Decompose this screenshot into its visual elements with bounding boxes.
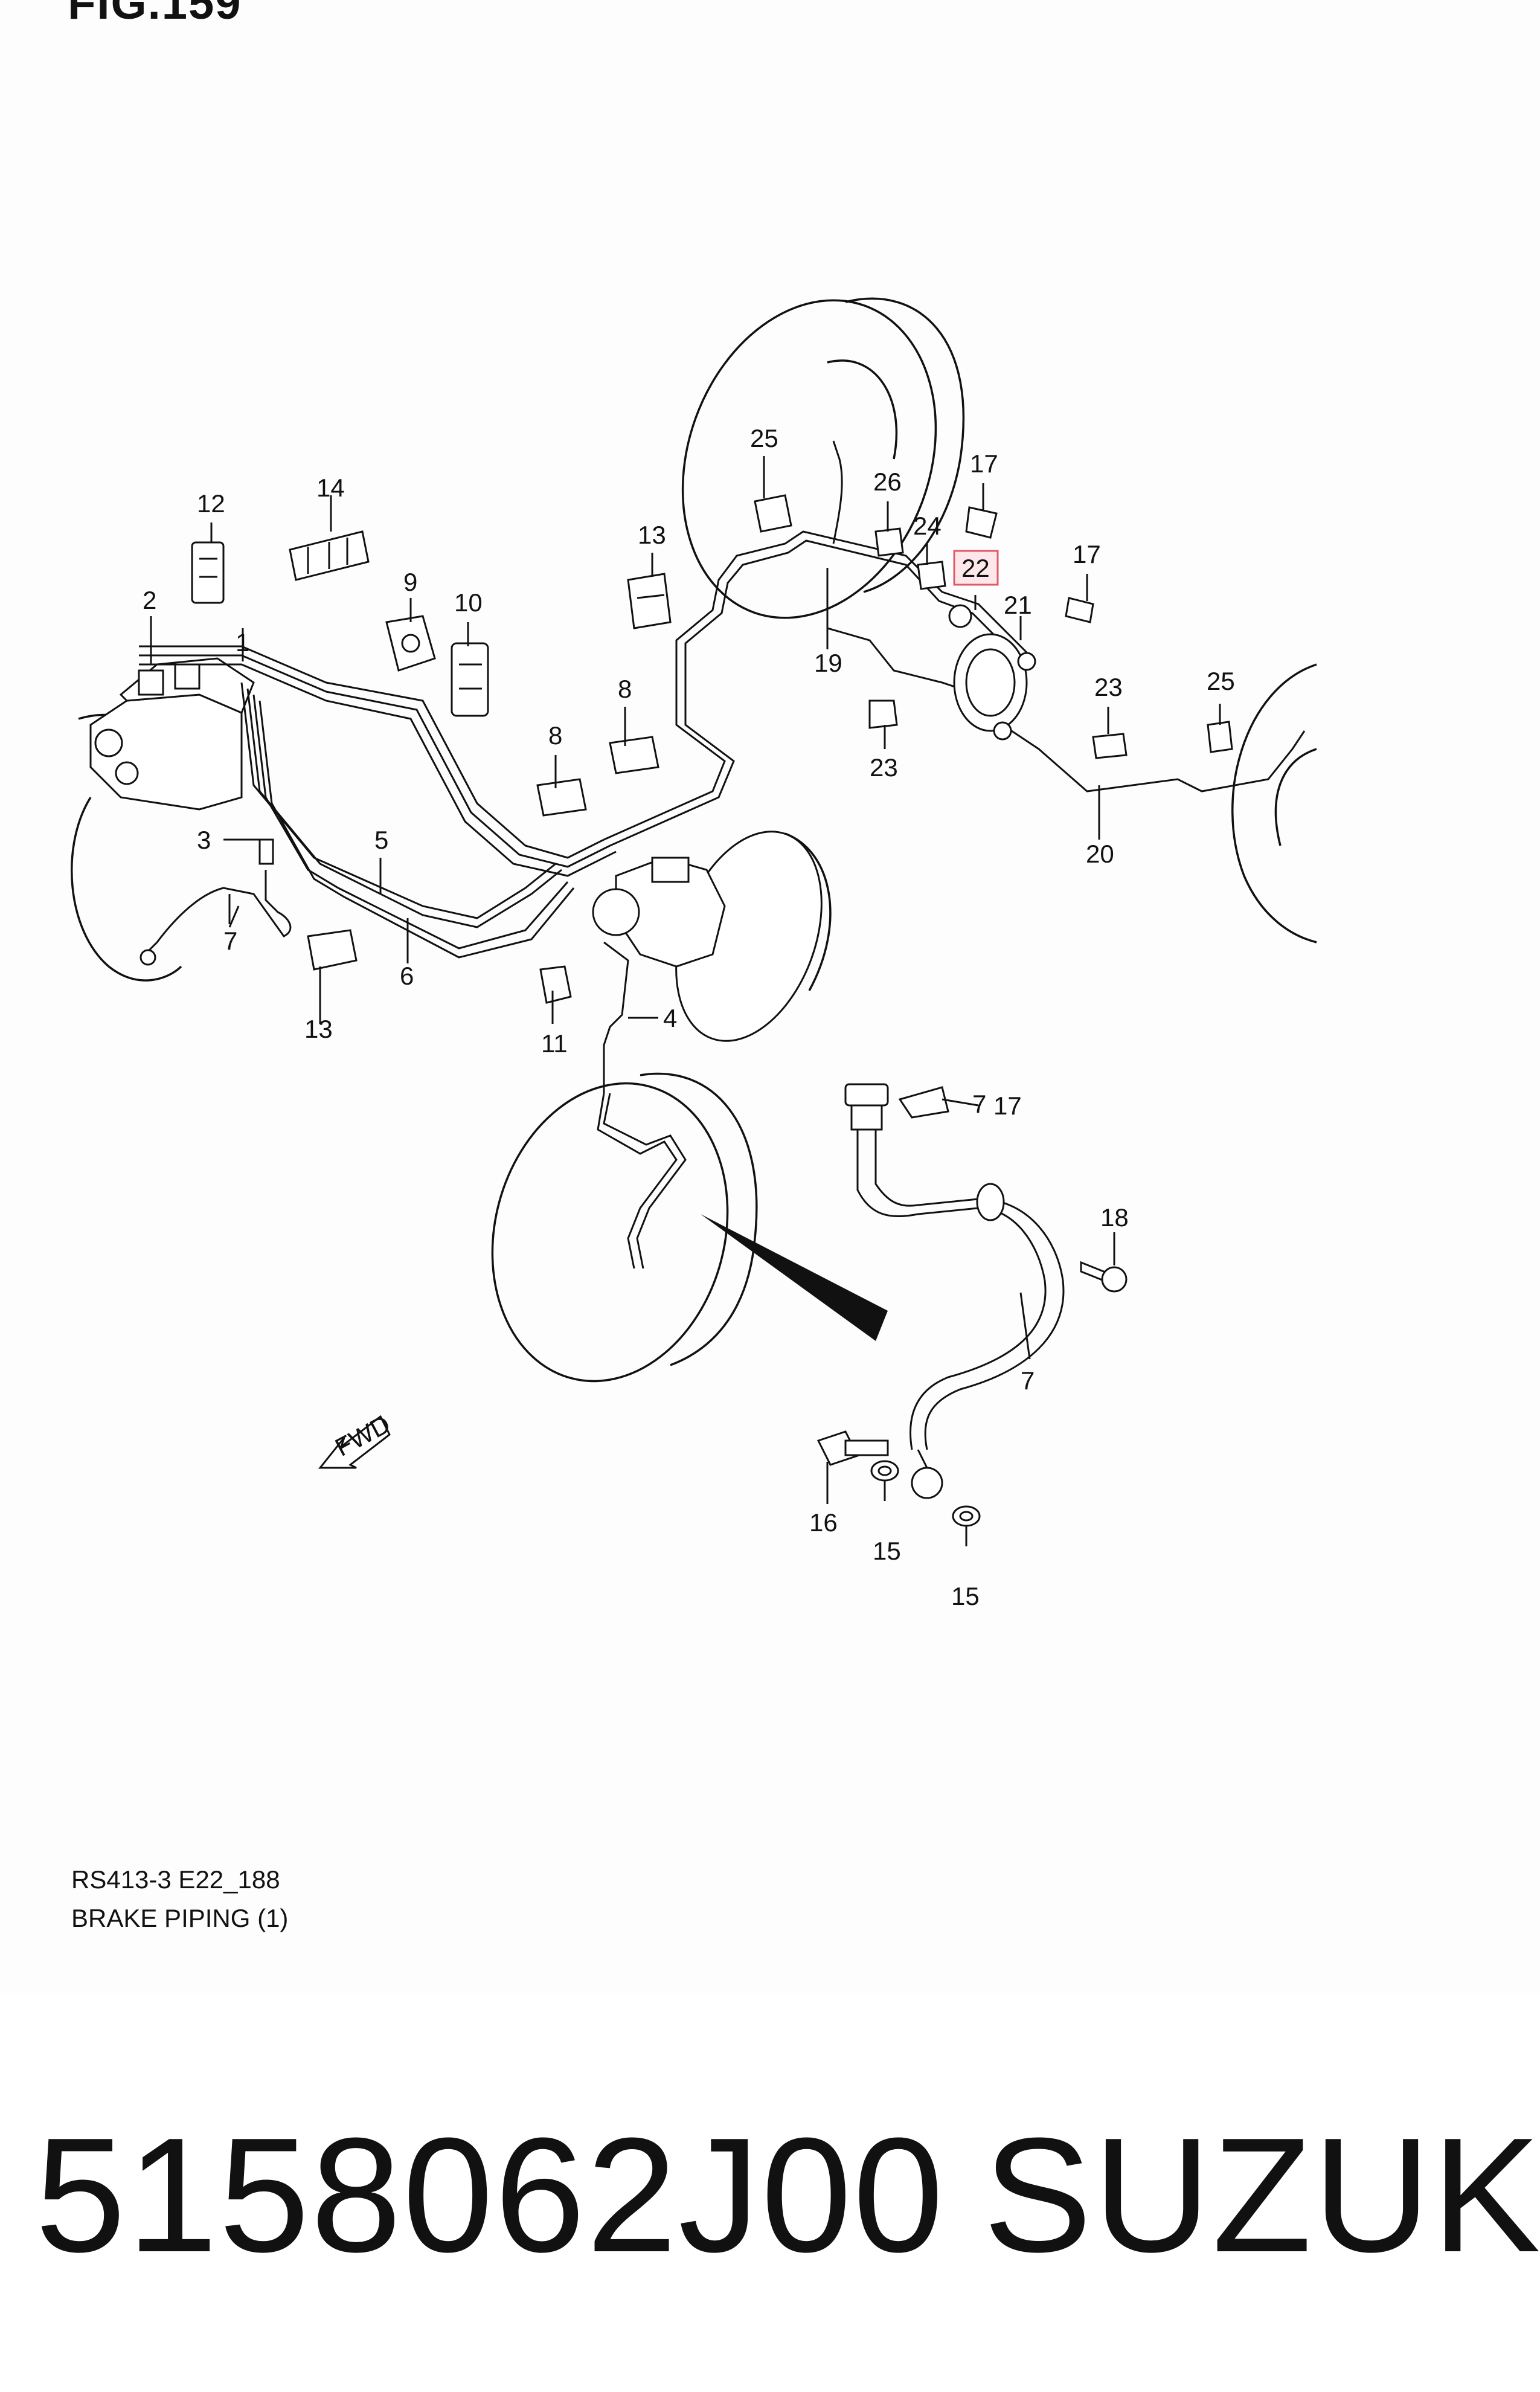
callout-26: 26 bbox=[873, 468, 902, 496]
callout-7-clip: 7 bbox=[972, 1090, 986, 1118]
callout-22: 22 bbox=[961, 554, 990, 582]
callout-21: 21 bbox=[1004, 591, 1032, 619]
callout-25a: 25 bbox=[750, 424, 778, 452]
callout-23b: 23 bbox=[1094, 673, 1123, 701]
figure-title: FIG.159 bbox=[68, 0, 242, 29]
clip-12 bbox=[191, 541, 225, 604]
callout-7-hose: 7 bbox=[1021, 1366, 1035, 1395]
callout-17b: 17 bbox=[1073, 540, 1101, 568]
callout-18: 18 bbox=[1100, 1203, 1129, 1232]
callout-10: 10 bbox=[454, 588, 483, 617]
pipe-3-union bbox=[258, 838, 274, 865]
clip-8b bbox=[609, 736, 659, 774]
diagram-code: RS413-3 E22_188 bbox=[71, 1865, 280, 1894]
clip-23a bbox=[868, 699, 898, 729]
wheel-front-bottom bbox=[491, 1072, 888, 1383]
brand-name: SUZUKI bbox=[983, 2104, 1540, 2286]
callout-19: 19 bbox=[814, 649, 842, 677]
bolt-18 bbox=[1080, 1261, 1128, 1293]
callout-8a: 8 bbox=[548, 721, 562, 750]
pipe-bundle-main bbox=[139, 645, 617, 959]
clip-13-top bbox=[627, 573, 672, 629]
callout-23a: 23 bbox=[870, 753, 898, 782]
callout-6: 6 bbox=[400, 962, 414, 990]
callout-12: 12 bbox=[197, 489, 225, 518]
callout-13-top: 13 bbox=[638, 521, 666, 549]
pipe-right-20 bbox=[1002, 724, 1306, 793]
callout-15b: 15 bbox=[951, 1582, 980, 1610]
clip-23b bbox=[1092, 733, 1128, 759]
clip-14 bbox=[289, 530, 370, 581]
washer-15a bbox=[870, 1460, 899, 1482]
callout-11: 11 bbox=[541, 1029, 568, 1058]
clip-17b bbox=[1065, 597, 1094, 623]
rear-brake-fitting bbox=[948, 604, 1036, 741]
brake-piping-diagram: FWD bbox=[71, 297, 1317, 1610]
diagram-name: BRAKE PIPING (1) bbox=[71, 1904, 289, 1932]
clip-25b bbox=[1207, 721, 1233, 753]
washer-15b bbox=[952, 1505, 981, 1527]
callout-4: 4 bbox=[663, 1004, 677, 1032]
wheel-rear-top bbox=[681, 297, 965, 619]
clip-17c bbox=[898, 1086, 949, 1119]
callout-9: 9 bbox=[403, 568, 417, 596]
callout-13-left: 13 bbox=[304, 1015, 333, 1043]
callout-16: 16 bbox=[809, 1508, 838, 1537]
diagram-sheet: FIG.159 bbox=[68, 0, 1317, 1932]
clip-8a bbox=[536, 778, 587, 817]
front-wheel-hose bbox=[597, 1093, 687, 1269]
callout-22-highlight-box bbox=[953, 550, 999, 586]
callout-17a: 17 bbox=[970, 449, 998, 478]
callout-14: 14 bbox=[316, 474, 345, 502]
abs-hydraulic-unit bbox=[89, 657, 255, 811]
callout-8b: 8 bbox=[618, 675, 632, 703]
part-number: 5158062J00 bbox=[35, 2104, 945, 2286]
clip-11 bbox=[539, 965, 572, 1004]
pipe-rear-19 bbox=[603, 440, 1028, 847]
callout-24: 24 bbox=[913, 512, 942, 540]
callout-1: 1 bbox=[236, 628, 249, 657]
callout-labels: 1 2 3 4 5 6 7 7 7 8 8 9 10 11 12 13 13 1… bbox=[143, 424, 1235, 1610]
front-brake-hose-7 bbox=[844, 1083, 1065, 1499]
wheel-right-partial bbox=[1231, 663, 1317, 944]
callout-15a: 15 bbox=[873, 1537, 901, 1565]
clip-26 bbox=[874, 527, 904, 557]
clip-10 bbox=[451, 642, 489, 717]
callout-17c: 17 bbox=[993, 1092, 1022, 1120]
clip-17a bbox=[965, 506, 998, 539]
callout-2: 2 bbox=[143, 586, 156, 614]
clip-24 bbox=[917, 561, 946, 590]
bolt-16 bbox=[817, 1430, 889, 1466]
callout-7-left: 7 bbox=[223, 927, 237, 955]
left-brake-hose-7 bbox=[140, 870, 292, 966]
callout-20: 20 bbox=[1086, 840, 1114, 868]
brake-booster bbox=[592, 831, 832, 1093]
leader-lines bbox=[150, 456, 1221, 1546]
callout-25b: 25 bbox=[1207, 667, 1235, 695]
clip-9 bbox=[385, 615, 436, 672]
fwd-arrow-icon: FWD bbox=[318, 1410, 395, 1469]
clip-25a bbox=[754, 494, 792, 533]
callout-3: 3 bbox=[197, 826, 211, 854]
clip-13-left bbox=[307, 929, 358, 971]
callout-5: 5 bbox=[374, 826, 388, 854]
